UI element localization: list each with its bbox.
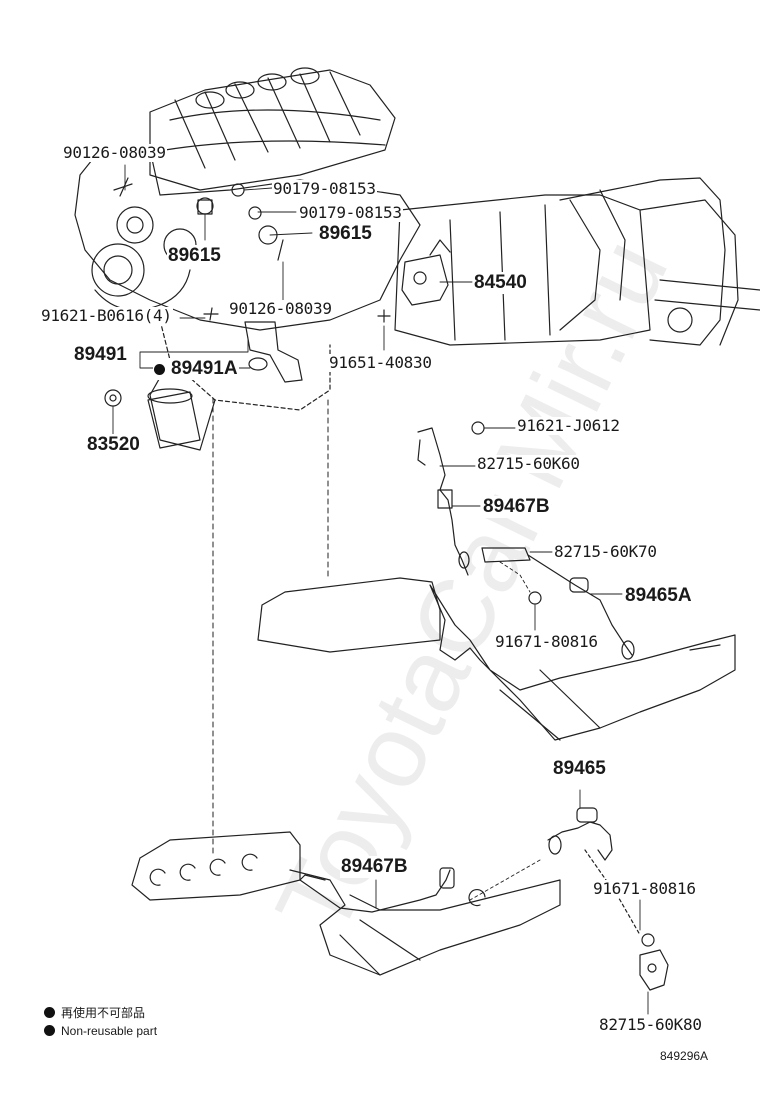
part-label: 89467B xyxy=(482,496,551,518)
legend-item-jp: 再使用不可部品 xyxy=(44,1006,145,1020)
part-label: 89467B xyxy=(340,856,409,878)
part-label: 91671-80816 xyxy=(592,879,697,898)
part-label: 91621-B0616(4) xyxy=(40,306,173,325)
part-label: 89615 xyxy=(318,223,373,245)
legend-dot xyxy=(44,1007,55,1018)
part-label: 90126-08039 xyxy=(228,299,333,318)
part-label-text: 89491A xyxy=(171,358,238,379)
legend-text: Non-reusable part xyxy=(61,1024,158,1038)
part-label: 89491 xyxy=(73,344,128,366)
legend-item-en: Non-reusable part xyxy=(44,1024,157,1038)
part-label: 91671-80816 xyxy=(494,632,599,651)
leader-lines-exhaust-lower xyxy=(375,789,649,1015)
part-label: 89465A xyxy=(624,585,693,607)
leader-lines-engine xyxy=(112,164,473,435)
part-label: 83520 xyxy=(86,434,141,456)
upper-exhaust xyxy=(257,421,736,741)
part-label: 82715-60K80 xyxy=(598,1015,703,1034)
part-label: 84540 xyxy=(473,272,528,294)
part-label: 90179-08153 xyxy=(272,179,377,198)
dashed-links xyxy=(212,397,329,856)
non-reusable-dot xyxy=(154,364,165,375)
figure-number: 849296A xyxy=(660,1049,709,1063)
part-label: 82715-60K70 xyxy=(553,542,658,561)
part-label: 89465 xyxy=(552,758,607,780)
part-label: 89615 xyxy=(167,245,222,267)
part-label: 91651-40830 xyxy=(328,353,433,372)
leader-lines-exhaust-upper xyxy=(439,427,623,631)
lower-exhaust xyxy=(131,807,669,991)
part-label: 82715-60K60 xyxy=(476,454,581,473)
part-label: 91621-J0612 xyxy=(516,416,621,435)
legend-dot xyxy=(44,1025,55,1036)
legend-text: 再使用不可部品 xyxy=(61,1006,146,1020)
part-label: 90179-08153 xyxy=(298,203,403,222)
part-label: 90126-08039 xyxy=(62,143,167,162)
engine-assembly xyxy=(74,67,760,451)
part-label-non-reusable: 89491A xyxy=(153,358,239,380)
